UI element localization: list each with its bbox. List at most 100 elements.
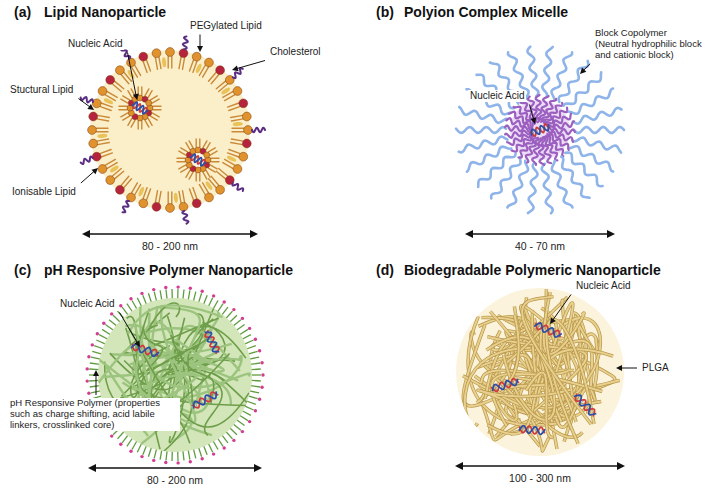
lipid-tail (206, 143, 210, 150)
panel-letter: (b) (376, 4, 394, 20)
polymer-fringe (237, 325, 245, 331)
lipid-tail (171, 192, 172, 204)
lipid-tail (148, 118, 152, 125)
polymer-fringe (230, 315, 237, 322)
lipid-molecule (204, 148, 217, 158)
polymer-fringe (251, 374, 261, 375)
lipid-tail (128, 118, 132, 125)
lipid-tail (181, 168, 188, 172)
lipid-head (92, 152, 101, 161)
charged-group (212, 294, 215, 297)
panel-title: pH Responsive Polymer Nanoparticle (44, 262, 293, 278)
lipid-head (239, 99, 248, 108)
charged-group (176, 285, 179, 288)
lipid-tail (152, 113, 159, 117)
lipid-tail (203, 141, 207, 148)
arrowhead (617, 462, 625, 470)
lipid-molecule (127, 183, 141, 202)
charged-group (96, 332, 99, 335)
polymer-fringe (226, 311, 233, 318)
leader-line (93, 370, 99, 395)
cholesterol-molecule (233, 122, 243, 127)
lipid-molecule (179, 49, 188, 70)
lipid-tail (101, 153, 112, 157)
lipid-tail (141, 87, 142, 95)
polymer-fringe (154, 292, 156, 302)
polymer-fringe (233, 424, 241, 430)
arrowhead (87, 104, 94, 110)
charged-group (152, 459, 155, 462)
polymer-fringe (246, 401, 255, 404)
part-label: Stuctural Lipid (8, 84, 75, 96)
charged-group (248, 420, 251, 423)
lipid-tail (123, 116, 130, 120)
charged-group (261, 373, 264, 376)
lipid-head (242, 112, 251, 121)
charged-group (110, 434, 113, 437)
helix-strand (194, 391, 217, 408)
lipid-molecule (121, 110, 134, 120)
charged-group (260, 361, 263, 364)
charged-group (140, 292, 143, 295)
lipid-tail (225, 95, 235, 101)
lipid-molecule (106, 76, 124, 92)
charged-group (189, 460, 192, 463)
nucleic-acid-helix (574, 394, 597, 417)
leader-line (78, 99, 94, 111)
helix-strand (519, 426, 544, 434)
polymer-fringe (122, 435, 128, 443)
lipid-head (242, 139, 251, 148)
nucleic-acid-helix (205, 330, 220, 353)
charged-group (189, 287, 192, 290)
arrowhead (465, 230, 473, 238)
lipid-tail (190, 189, 194, 200)
peg-chain (252, 128, 265, 132)
lipid-head (152, 49, 161, 58)
polymer-fringe (137, 298, 141, 307)
leader-stroke (237, 61, 265, 69)
lipid-molecule (223, 87, 242, 101)
polymer-fringe (249, 357, 259, 359)
nucleic-acid-helix (190, 154, 206, 166)
lipid-molecule (139, 52, 151, 72)
dimension-line (459, 465, 621, 467)
polymer-fringe (188, 290, 190, 300)
lipid-tail (183, 57, 185, 69)
polymer-fringe (177, 451, 179, 461)
arrowhead (580, 68, 586, 74)
polymer-fringe (132, 441, 137, 450)
polymer-fringe (89, 368, 99, 370)
nucleic-acid-helix (519, 426, 545, 435)
polymer-fringe (143, 446, 147, 455)
polymer-fringe (199, 447, 202, 457)
lipid-tail (155, 57, 157, 69)
lipid-molecule (232, 126, 252, 135)
lipid-tail (100, 150, 111, 154)
cholesterol-molecule (97, 133, 107, 138)
part-label: Ionisable Lipid (10, 186, 78, 198)
lipid-tail (150, 116, 157, 120)
hydrophilic-block (456, 127, 506, 133)
lipid-tail (199, 139, 200, 147)
lipid-tail (232, 127, 244, 128)
lipid-head (89, 139, 98, 148)
peg-chain (183, 36, 188, 49)
polymer-fringe (218, 304, 224, 312)
helix-strand (491, 379, 519, 392)
lipid-tail (167, 192, 168, 204)
lipid-tail (208, 148, 215, 152)
leader-stroke (553, 295, 571, 320)
lipid-molecule (179, 191, 188, 212)
lipid-molecule (231, 112, 252, 121)
arrowhead (250, 230, 258, 238)
charged-group (223, 300, 226, 303)
lipid-tail (179, 191, 181, 203)
dimension-line (86, 233, 254, 235)
leader-line (616, 365, 637, 371)
lnp-core (90, 50, 250, 210)
polymer-fringe (233, 320, 241, 326)
cationic-block (542, 137, 551, 163)
peg-chain (182, 211, 188, 224)
part-label: Nucleic Acid (574, 280, 632, 292)
helix-strand (534, 323, 561, 337)
